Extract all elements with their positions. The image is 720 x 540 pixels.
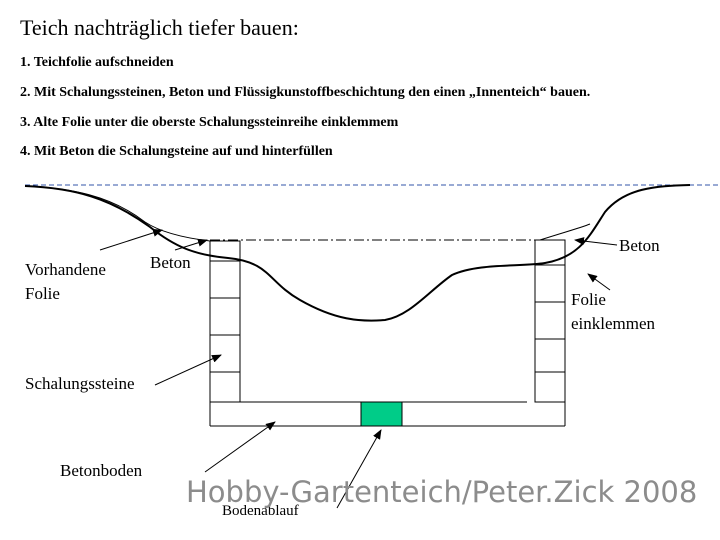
arrow-beton-right (574, 237, 618, 246)
arrow-schalungssteine (154, 354, 222, 386)
page-title: Teich nachträglich tiefer bauen: (20, 15, 299, 40)
label-folie-einklemmen-line2: einklemmen (571, 314, 656, 333)
step-2: 2. Mit Schalungssteinen, Beton und Flüss… (20, 85, 591, 100)
label-vorhandene-folie-line1: Vorhandene (25, 260, 106, 279)
arrow-beton-left (174, 238, 208, 251)
label-schalungssteine: Schalungssteine (25, 374, 135, 393)
step-1: 1. Teichfolie aufschneiden (20, 55, 174, 70)
annotation-arrows (99, 228, 618, 509)
label-beton-left: Beton (150, 253, 191, 272)
arrow-vorhandene-folie (99, 228, 163, 251)
label-folie-einklemmen-line1: Folie (571, 290, 606, 309)
arrow-betonboden (204, 421, 276, 473)
label-betonboden: Betonboden (60, 461, 143, 480)
label-vorhandene-folie-line2: Folie (25, 284, 60, 303)
label-bodenablauf: Bodenablauf (222, 503, 299, 519)
arrow-folie-einklemmen (587, 273, 611, 291)
formwork-blocks-right (534, 239, 566, 403)
watermark: Hobby-Gartenteich/Peter.Zick 2008 (186, 475, 698, 509)
arrow-bodenablauf (336, 429, 382, 509)
old-liner-right (539, 223, 591, 241)
old-liner-left (24, 185, 211, 242)
label-beton-right: Beton (619, 236, 660, 255)
floor-drain (360, 401, 403, 427)
step-3: 3. Alte Folie unter die oberste Schalung… (20, 115, 399, 130)
step-4: 4. Mit Beton die Schalungsteine auf und … (20, 144, 333, 159)
formwork-blocks-left (209, 240, 241, 403)
